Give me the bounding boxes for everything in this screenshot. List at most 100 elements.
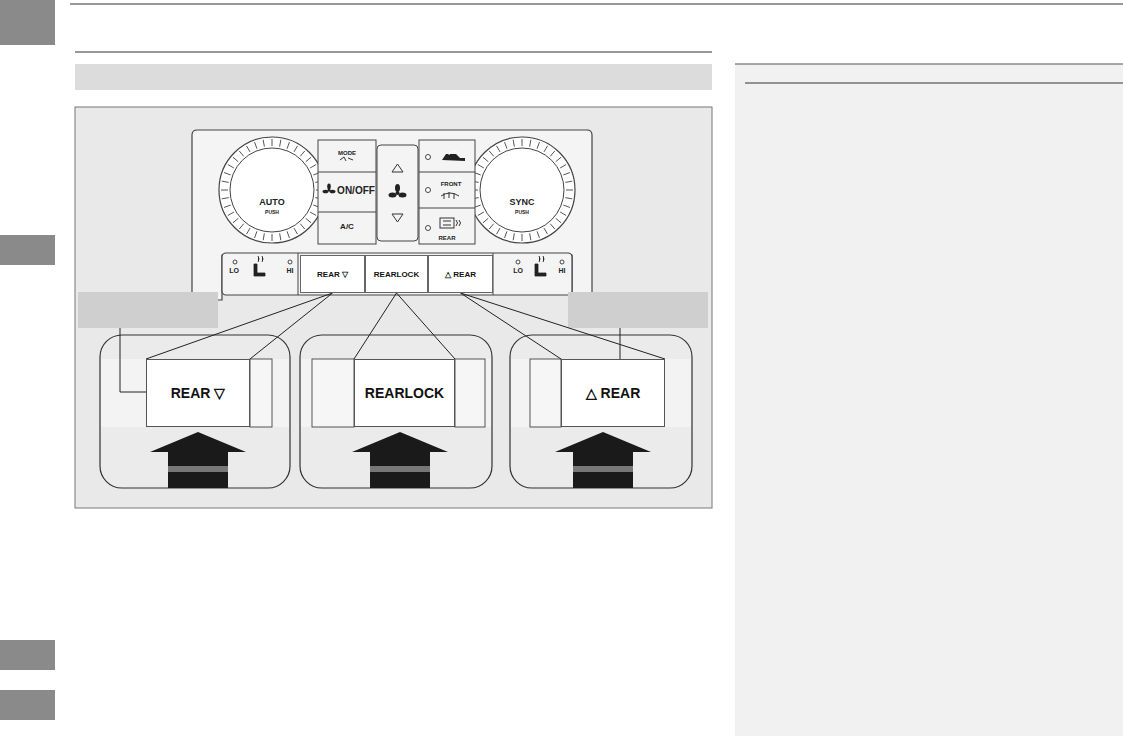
knob-tick: [483, 157, 488, 161]
panel-label: PUSH: [265, 210, 279, 215]
knob-tick: [513, 140, 514, 147]
panel-label: LO: [229, 267, 239, 274]
knob-tick: [263, 233, 264, 240]
button-column: [318, 140, 376, 244]
knob-tick: [280, 233, 281, 240]
knob-tick: [560, 212, 566, 216]
knob-tick: [537, 142, 539, 149]
indicator: [426, 226, 431, 231]
divider: [298, 253, 299, 295]
button-label: REAR ▽: [171, 385, 226, 401]
knob-tick: [563, 173, 570, 175]
indicator: [233, 260, 237, 264]
panel-label: ON/OFF: [337, 186, 375, 196]
push-arrow-shade: [168, 466, 633, 472]
leader-line: [120, 328, 146, 392]
divider: [318, 212, 376, 213]
seat-heater-icon: [535, 256, 546, 276]
zoom-frame: [510, 335, 692, 488]
zoom-neighbour: [455, 359, 485, 427]
knob-tick: [556, 218, 561, 222]
knob-tick: [294, 146, 298, 152]
knob-tick: [513, 233, 514, 240]
panel-button: REARLOCK: [365, 255, 428, 293]
button-column: [419, 140, 475, 244]
zoom-neighbour: [312, 359, 354, 427]
zoom-leader: [461, 293, 666, 359]
knob-ticks: [221, 139, 573, 241]
knob-tick: [522, 139, 523, 146]
tab: [0, 0, 55, 45]
button-label: REAR ▽: [317, 270, 348, 279]
tab: [0, 235, 55, 265]
mode-icon: [340, 157, 353, 161]
section-rule: [75, 52, 712, 53]
knob-tick: [228, 212, 234, 216]
knob-tick: [300, 151, 304, 156]
knob-tick: [280, 140, 281, 147]
control-panel: [192, 130, 592, 300]
fan-rocker: [377, 145, 418, 241]
knob-tick: [556, 157, 561, 161]
knob-tick: [247, 146, 251, 152]
tab: [0, 640, 55, 670]
knob-tick: [306, 157, 311, 161]
figure-box: [75, 107, 712, 508]
knob-tick: [294, 228, 298, 234]
push-arrow: [150, 432, 651, 488]
rear-defrost-icon: [443, 220, 461, 226]
button-strip: [222, 253, 572, 295]
side-rule: [735, 64, 1123, 65]
indicator: [288, 260, 292, 264]
knob: [469, 137, 575, 243]
seat-heater-icon: [254, 256, 265, 276]
panel-label: FRONT: [441, 181, 462, 187]
knob-tick: [228, 165, 234, 169]
up-arrow: [392, 164, 403, 172]
knob-tick: [310, 212, 316, 216]
button-label: △ REAR: [586, 385, 641, 401]
button-label: REARLOCK: [365, 385, 444, 401]
knob-tick: [563, 205, 570, 207]
side-rule: [745, 83, 1123, 84]
header-rule: [70, 4, 1123, 5]
knob-tick: [550, 151, 554, 156]
zoom-leader: [354, 293, 455, 359]
knob-tick: [565, 181, 572, 182]
knob-tick: [489, 224, 493, 229]
knob-tick: [224, 205, 231, 207]
fan-icon: [323, 184, 336, 194]
divider: [419, 208, 475, 209]
knob-tick: [544, 228, 548, 234]
knob-tick: [239, 151, 243, 156]
button-label: REARLOCK: [374, 270, 419, 279]
divider: [318, 172, 376, 173]
panel-label: A/C: [340, 223, 354, 231]
indicator: [426, 188, 431, 193]
knob: [480, 148, 564, 232]
knob-tick: [550, 224, 554, 229]
knob-tick: [287, 142, 289, 149]
knob-tick: [497, 146, 501, 152]
zoom-strip: [511, 359, 691, 427]
knob-tick: [566, 190, 573, 191]
panel-button: REAR ▽: [300, 255, 365, 293]
callout-box: [568, 292, 708, 328]
knob-tick: [478, 212, 484, 216]
panel-label: SYNC: [509, 198, 534, 207]
knob-tick: [263, 140, 264, 147]
zoom-strip: [301, 359, 491, 427]
knob-tick: [287, 231, 289, 238]
divider: [419, 172, 475, 173]
panel-label: PUSH: [515, 210, 529, 215]
fan-icon: [389, 184, 407, 198]
panel-label: HI: [559, 267, 566, 274]
heading-bar: [75, 64, 712, 90]
indicator: [426, 155, 431, 160]
knob-tick: [272, 139, 273, 146]
knob-tick: [483, 218, 488, 222]
zoom-neighbour: [530, 359, 561, 427]
zoomed-button: REAR ▽: [146, 359, 250, 427]
panel-label: REAR: [438, 235, 455, 241]
knob-tick: [544, 146, 548, 152]
